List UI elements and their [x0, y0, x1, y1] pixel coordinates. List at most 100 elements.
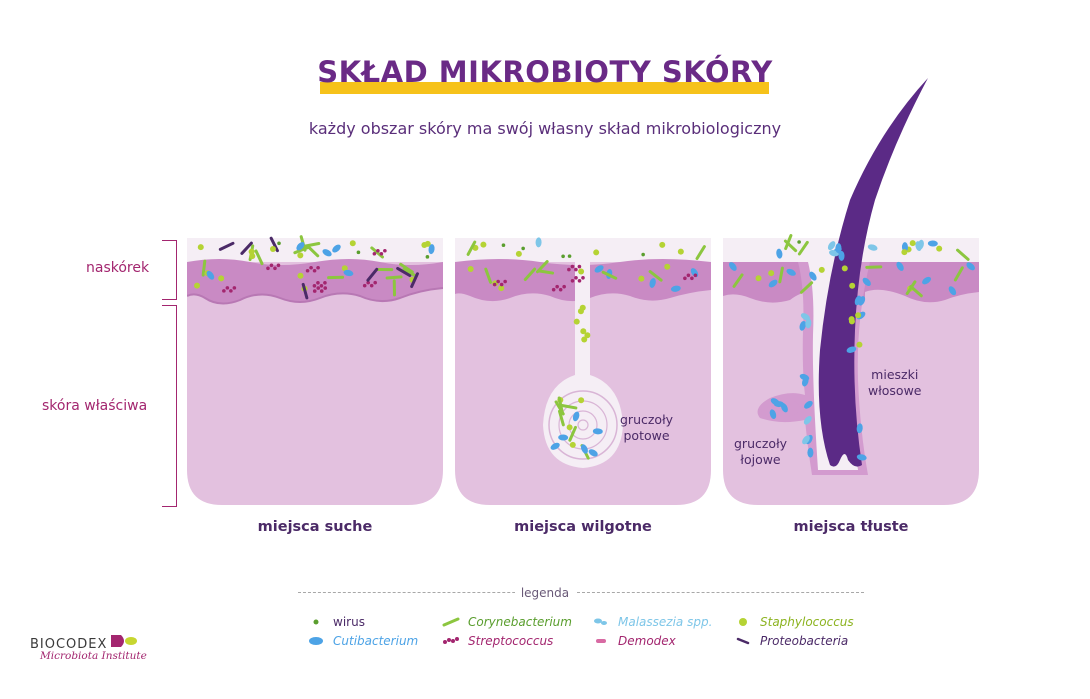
layer-label-dermis: skóra właściwa [42, 398, 148, 414]
staphylococcus-dot [755, 275, 762, 282]
staphylococcus-dot [584, 332, 591, 339]
legend-item-cutibacterium: Cutibacterium [305, 634, 418, 648]
staphylococcus-dot [849, 282, 856, 289]
streptococcus-chain [323, 286, 328, 290]
cutibacterium-oval-icon [305, 635, 327, 647]
page-title: SKŁAD MIKROBIOTY SKÓRY [317, 55, 773, 89]
streptococcus-chain [273, 266, 277, 271]
streptococcus-chain [551, 287, 556, 292]
corynebacterium-rod [778, 266, 784, 284]
streptococcus-chain [316, 265, 320, 270]
streptococcus-chain [379, 251, 384, 256]
proteobacteria-rod [218, 241, 235, 251]
proteobacteria-rod [301, 282, 309, 300]
streptococcus-chain [222, 289, 226, 293]
streptococcus-chain [686, 273, 691, 278]
streptococcus-chain [499, 282, 504, 287]
staphylococcus-dot [249, 253, 256, 260]
streptococcus-chain-icon [440, 635, 462, 647]
malassezia-cell [803, 415, 812, 425]
staphylococcus-dot [480, 241, 487, 248]
cutibacterium-oval [799, 320, 806, 331]
cutibacterium-oval [786, 268, 796, 276]
streptococcus-chain [369, 283, 374, 288]
malassezia-cell [805, 318, 812, 329]
proteobacteria-rod [396, 266, 412, 278]
staphylococcus-dot [936, 245, 943, 252]
cutibacterium-oval [206, 270, 215, 280]
cutibacterium-oval [550, 442, 560, 450]
cutibacterium-oval [572, 411, 580, 422]
virus-dot [501, 243, 506, 248]
streptococcus-chain [376, 248, 380, 253]
staphylococcus-dot [341, 265, 348, 272]
streptococcus-chain [562, 284, 566, 289]
streptococcus-chain [372, 251, 377, 256]
streptococcus-chain [312, 268, 317, 273]
layer-label-epidermis: naskórek [86, 260, 150, 276]
staphylococcus-dot [659, 241, 666, 248]
streptococcus-chain [574, 267, 578, 272]
malassezia-cell [827, 241, 836, 251]
virus-dot [277, 241, 281, 246]
cutibacterium-oval [768, 279, 778, 288]
corynebacterium-rod [303, 241, 321, 248]
streptococcus-chain [496, 279, 500, 284]
staphylococcus-dot [297, 252, 304, 259]
cutibacterium-oval [558, 434, 569, 441]
corynebacterium-rod [385, 275, 403, 280]
streptococcus-chain [312, 283, 317, 288]
staphylococcus-dot [909, 240, 916, 247]
malassezia-cell [535, 237, 542, 248]
proteobacteria-rod [410, 272, 419, 289]
staphylococcus-dot [297, 272, 304, 279]
proteobacteria-rod [269, 236, 279, 253]
streptococcus-chain [316, 280, 320, 285]
corynebacterium-rod [783, 239, 798, 253]
streptococcus-chain [266, 266, 270, 271]
corynebacterium-rod [560, 403, 578, 410]
virus-dot [425, 255, 430, 259]
cutibacterium-oval [776, 248, 783, 259]
cutibacterium-oval [966, 262, 975, 271]
logo-tagline: Microbiota Institute [40, 650, 147, 662]
streptococcus-chain [276, 263, 281, 268]
streptococcus-chain [362, 283, 367, 288]
cutibacterium-oval [649, 278, 656, 288]
cutibacterium-oval [592, 428, 603, 435]
legend-item-staphylococcus: Staphylococcus [732, 615, 854, 629]
streptococcus-chain [305, 268, 310, 273]
cutibacterium-oval [343, 269, 354, 277]
staphylococcus-dot [349, 240, 356, 247]
staphylococcus-dot [848, 318, 855, 325]
panel-title-dry: miejsca suche [257, 519, 373, 535]
streptococcus-chain [232, 286, 237, 290]
proteobacteria-rod [366, 267, 379, 282]
staphylococcus-dot [581, 336, 588, 343]
corynebacterium-rod [554, 400, 565, 416]
page-subtitle: każdy obszar skóry ma swój własny skład … [308, 119, 782, 138]
staphylococcus-dot [841, 265, 848, 272]
panel-dry-skin [187, 238, 443, 505]
staphylococcus-dot [467, 266, 474, 273]
streptococcus-chain [492, 282, 497, 287]
staphylococcus-dot [578, 268, 585, 275]
panel-title-moist: miejsca wilgotne [514, 519, 652, 535]
staphylococcus-dot [566, 424, 573, 431]
cutibacterium-oval [580, 444, 588, 454]
corynebacterium-rod [558, 409, 565, 427]
streptococcus-chain [269, 263, 274, 268]
cutibacterium-oval [807, 447, 814, 458]
virus-dot [521, 246, 525, 251]
virus-dot [561, 254, 565, 259]
cutibacterium-oval [428, 244, 435, 255]
streptococcus-chain [366, 280, 370, 285]
logo-mark-icon [111, 634, 138, 647]
corynebacterium-rod [953, 266, 964, 282]
streptococcus-chain [693, 273, 698, 278]
cutibacterium-oval [799, 373, 810, 381]
staphylococcus-dot [573, 318, 580, 325]
streptococcus-chain [690, 276, 694, 281]
proteobacteria-rod [240, 241, 253, 255]
staphylococcus-dot-icon [732, 616, 754, 628]
